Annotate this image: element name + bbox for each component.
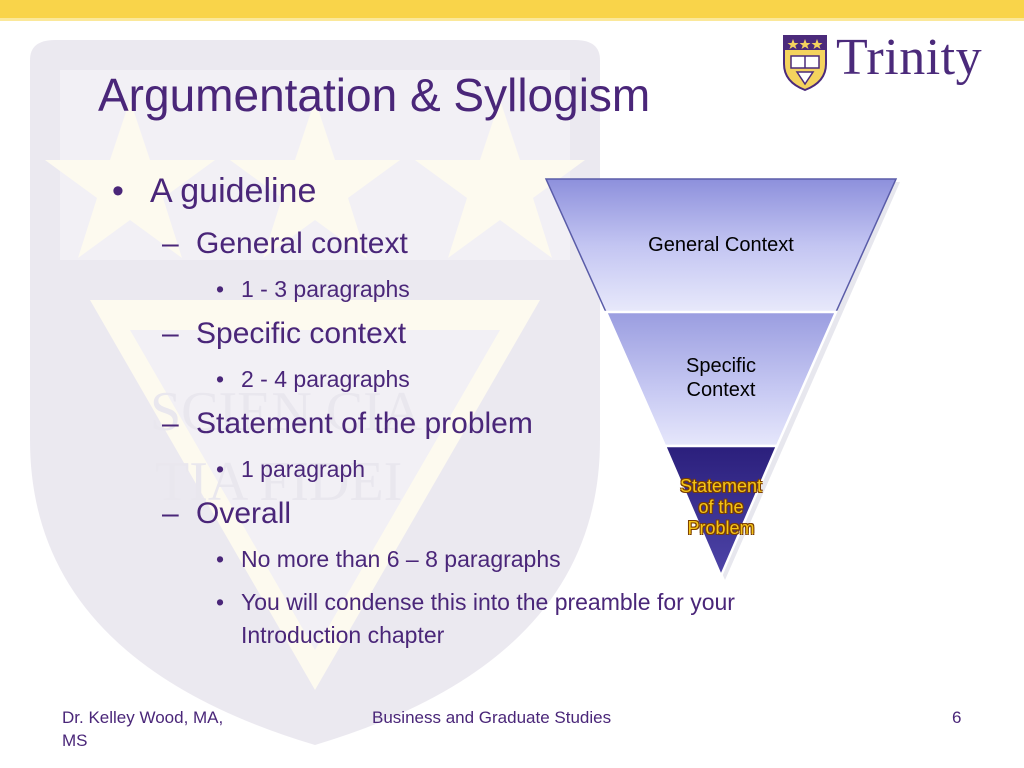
- funnel-label-general: General Context: [648, 234, 794, 256]
- funnel-label-line: Statement: [679, 476, 763, 496]
- outline-item-l3: • You will condense this into the preamb…: [216, 589, 735, 616]
- outline-item-l3: • 1 paragraph: [216, 456, 365, 483]
- outline-item-l3: • 2 - 4 paragraphs: [216, 366, 410, 393]
- svg-text:TIA FIDEI: TIA FIDEI: [155, 451, 402, 513]
- bullet-marker: •: [216, 456, 225, 482]
- outline-item-text: You will condense this into the preamble…: [241, 589, 735, 615]
- outline-item-text: Statement of the problem: [196, 407, 533, 440]
- footer-department: Business and Graduate Studies: [372, 708, 612, 727]
- funnel-label-line: Problem: [687, 518, 755, 538]
- outline-item-l3: • 1 - 3 paragraphs: [216, 276, 410, 303]
- outline-item-l3: • No more than 6 – 8 paragraphs: [216, 546, 561, 573]
- outline-item-l2: – Statement of the problem: [162, 407, 533, 441]
- funnel-label-specific: Specific Context: [646, 354, 796, 402]
- outline-item-text: 1 paragraph: [241, 456, 366, 482]
- outline-item-continuation: Introduction chapter: [241, 622, 444, 649]
- bullet-marker: •: [216, 589, 225, 615]
- footer-author-line: Dr. Kelley Wood, MA,: [62, 708, 224, 727]
- outline-item-text: General context: [196, 227, 408, 260]
- outline-item-text: 1 - 3 paragraphs: [241, 276, 410, 302]
- funnel-label-problem: Statement of the Problem: [656, 476, 786, 539]
- bullet-marker: •: [216, 276, 225, 302]
- outline-item-text: Specific context: [196, 317, 407, 350]
- trinity-logo: Trinity: [782, 29, 1012, 94]
- outline-item-l2: – Overall: [162, 497, 291, 531]
- svg-text:SCIEN CIA: SCIEN CIA: [150, 381, 423, 443]
- slide-title: Argumentation & Syllogism: [98, 69, 651, 121]
- dash-marker: –: [162, 227, 179, 260]
- outline-item-l2: – General context: [162, 227, 408, 261]
- outline-item-text: Overall: [196, 497, 292, 530]
- outline-item-text: No more than 6 – 8 paragraphs: [241, 546, 561, 572]
- bullet-marker: •: [112, 172, 124, 210]
- funnel-section-problem: [663, 444, 779, 580]
- footer-author-line: MS: [62, 731, 88, 750]
- outline-item-text: 2 - 4 paragraphs: [241, 366, 410, 392]
- outline-item-l1: • A guideline: [112, 172, 316, 211]
- outline-item-l2: – Specific context: [162, 317, 406, 351]
- bullet-marker: •: [216, 546, 225, 572]
- top-accent-bar: [0, 0, 1024, 18]
- top-accent-line: [0, 18, 1024, 21]
- dash-marker: –: [162, 407, 179, 440]
- dash-marker: –: [162, 497, 179, 530]
- dash-marker: –: [162, 317, 179, 350]
- bullet-marker: •: [216, 366, 225, 392]
- shield-icon: [783, 35, 827, 92]
- funnel-label-line: of the: [698, 497, 744, 517]
- funnel-label-line: Context: [686, 379, 756, 401]
- outline-item-text: Introduction chapter: [241, 622, 445, 648]
- funnel-label-line: Specific: [685, 355, 757, 377]
- footer-page-number: 6: [952, 708, 962, 727]
- logo-wordmark: Trinity: [836, 29, 983, 86]
- footer-author: Dr. Kelley Wood, MA, MS: [62, 708, 223, 751]
- outline-item-text: A guideline: [150, 172, 317, 210]
